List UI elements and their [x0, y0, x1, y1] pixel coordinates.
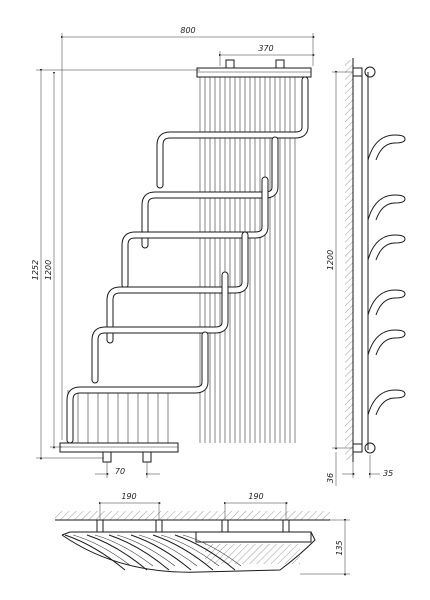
top-connector-left — [225, 59, 235, 69]
bottom-connector-right — [142, 451, 152, 463]
rung-3 — [122, 177, 268, 288]
wall-hatch — [345, 60, 353, 460]
plan-arc-inner-6 — [182, 534, 242, 567]
bottom-manifold — [59, 442, 179, 453]
plan-arc-5 — [152, 534, 214, 571]
plan-arc-6 — [174, 534, 236, 571]
bottom-connector-left — [102, 451, 112, 463]
plan-arc-inner-4 — [138, 534, 198, 567]
dim-plan-spacing-left: 190 — [121, 492, 136, 501]
side-bottom-cap — [364, 442, 376, 454]
plan-arc-inner-5 — [160, 534, 220, 567]
rung-4 — [107, 232, 248, 343]
plan-arc-inner-3 — [116, 534, 176, 567]
plan-grid-pattern — [205, 544, 300, 564]
hook-3 — [367, 234, 406, 261]
dim-inner-height: 1200 — [44, 260, 53, 280]
hook-1 — [367, 134, 406, 161]
hook-6 — [367, 389, 406, 416]
plan-wall-hatch — [55, 511, 330, 520]
top-manifold — [196, 67, 312, 78]
plan-arc-2 — [86, 534, 148, 571]
plan-arc-1 — [64, 534, 126, 571]
dim-wall-offset: 35 — [383, 469, 393, 478]
dim-plan-depth: 135 — [335, 540, 344, 555]
hook-4 — [367, 289, 406, 316]
hook-5 — [367, 329, 406, 356]
dim-connection-spacing: 370 — [258, 44, 273, 53]
dim-plan-spacing-right: 190 — [248, 492, 263, 501]
front-view: 800 370 1252 1200 70 — [31, 26, 315, 478]
side-view: 1200 36 35 — [326, 58, 406, 486]
dim-side-height: 1200 — [326, 250, 335, 270]
zigzag-rungs — [66, 76, 309, 444]
side-top-cap — [364, 66, 376, 78]
rung-6 — [67, 332, 208, 443]
dim-overall-width: 800 — [180, 26, 195, 35]
plan-arc-inner-1 — [72, 534, 132, 567]
dim-pipe-offset: 70 — [115, 467, 125, 476]
plan-rung-arcs — [64, 534, 242, 571]
dim-bottom-offset: 36 — [326, 473, 335, 483]
dim-overall-height: 1252 — [31, 260, 40, 280]
plan-view: 190 190 135 — [55, 492, 350, 576]
rung-1 — [157, 77, 308, 188]
side-hooks — [367, 134, 406, 416]
rung-5 — [92, 272, 228, 383]
plan-arc-inner-2 — [94, 534, 154, 567]
plan-top-manifold — [195, 531, 312, 543]
top-connector-right — [275, 59, 285, 69]
hook-2 — [367, 194, 406, 221]
rung-2 — [142, 137, 278, 248]
plan-arc-3 — [108, 534, 170, 571]
plan-arc-4 — [130, 534, 192, 571]
